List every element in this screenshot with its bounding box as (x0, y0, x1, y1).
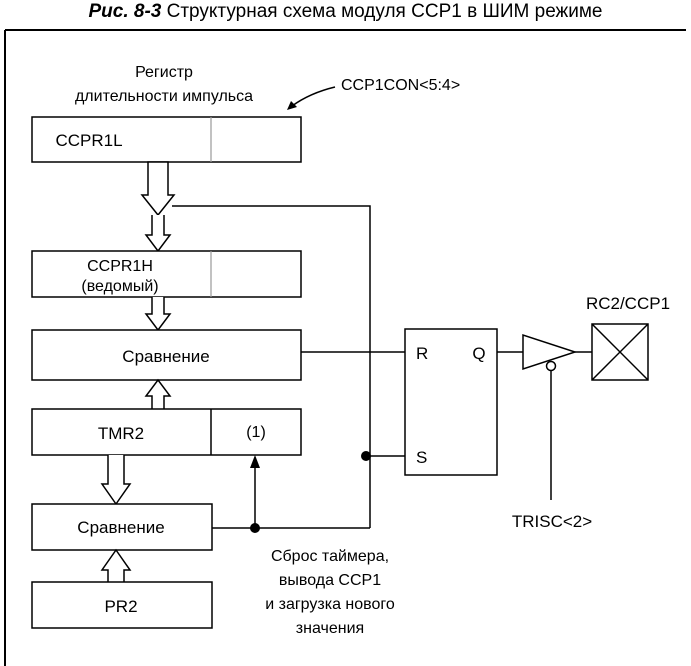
rs-latch (404, 328, 498, 476)
arrow-ccpr1l-to-ccpr1h-lower (144, 215, 172, 253)
register-title-line1: Регистр (135, 64, 193, 81)
buffer-enable-bubble (545, 360, 557, 372)
reset-note-line1: Сброс таймера, (271, 548, 389, 565)
trisc-label: TRISC<2> (512, 512, 592, 531)
tmr2-register (31, 408, 302, 456)
ccpr1h-register (31, 250, 302, 298)
arrow-ccpr1h-to-compare (144, 297, 172, 332)
latch-s-label: S (416, 448, 427, 467)
output-buffer (522, 333, 578, 371)
figure-number: Рис. 8-3 (88, 1, 162, 22)
ccpr1h-label-line1: CCPR1H (87, 258, 153, 275)
reset-note-line2: вывода CCP1 (279, 572, 381, 589)
ccpr1l-register (31, 116, 302, 163)
pin-label: RC2/CCP1 (586, 294, 670, 313)
compare-top-block (31, 329, 302, 381)
arrow-tmr2-to-compare-bottom (100, 455, 132, 506)
ccp1con-pointer (291, 86, 336, 107)
compare-bottom-block (31, 503, 213, 551)
register-title-line2: длительности импульса (75, 88, 253, 105)
figure-caption: Рис. 8-3 Структурная схема модуля CCP1 в… (0, 0, 691, 26)
diagram-frame (4, 29, 686, 666)
ccp1con-pointer-arrowhead (287, 101, 297, 110)
ccpr1h-label-line2: (ведомый) (81, 278, 158, 295)
ccp1con-label: CCP1CON<5:4> (341, 77, 460, 94)
tmr2-label: TMR2 (98, 424, 144, 443)
tmr2-extension-label: (1) (246, 424, 266, 441)
ccpr1l-label: CCPR1L (55, 131, 122, 150)
figure-title: Структурная схема модуля CCP1 в ШИМ режи… (166, 1, 603, 22)
reset-arrowhead (250, 455, 260, 468)
pin-cross-2 (591, 323, 649, 381)
pr2-label: PR2 (104, 597, 137, 616)
compare-top-label: Сравнение (122, 347, 209, 366)
pr2-register (31, 581, 213, 629)
latch-r-label: R (416, 344, 428, 363)
latch-q-label: Q (472, 344, 485, 363)
wires (172, 205, 592, 529)
junction-node-s (361, 451, 371, 461)
reset-note-line4: значения (296, 620, 364, 637)
arrow-tmr2-to-compare (144, 378, 172, 409)
junction-node-reset (250, 523, 260, 533)
arrow-ccpr1l-to-ccpr1h (140, 161, 176, 217)
load-wire (172, 205, 371, 528)
reset-note-line3: и загрузка нового (265, 596, 395, 613)
arrow-pr2-to-compare (100, 548, 132, 582)
compare-bottom-label: Сравнение (77, 518, 164, 537)
